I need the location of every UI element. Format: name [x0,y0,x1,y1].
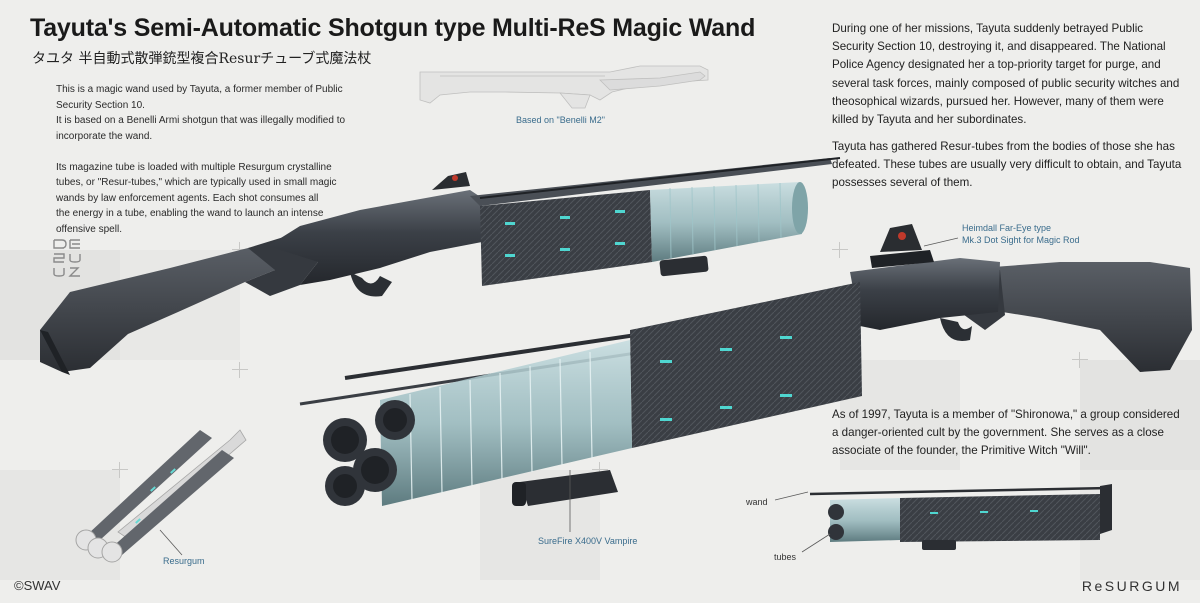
dot-sight-label-line1: Heimdall Far-Eye type [962,223,1052,233]
dot-sight-label-line2: Mk.3 Dot Sight for Magic Rod [962,235,1080,245]
light-label: SureFire X400V Vampire [538,536,638,546]
background-panel [1080,360,1200,470]
story-paragraph-3: As of 1997, Tayuta is a member of "Shiro… [832,406,1180,461]
intro-line: Its magazine tube is loaded with multipl… [56,161,332,173]
intro-line: wands by law enforcement agents. Each sh… [56,192,319,204]
intro-line: incorporate the wand. [56,130,153,142]
page-title: Tayuta's Semi-Automatic Shotgun type Mul… [30,14,756,42]
story-paragraph-1: During one of her missions, Tayuta sudde… [832,20,1179,129]
resurgum-label: Resurgum [163,556,205,566]
grid-cross [232,242,248,258]
story-line: Police Agency designated her a top-prior… [832,58,1161,72]
story-line: associate of the founder, the Primitive … [832,444,1091,458]
reference-shotgun-sketch [419,65,709,109]
intro-line: tubes, or "Resur-tubes," which are typic… [56,177,337,188]
story-line: During one of her missions, Tayuta sudde… [832,22,1144,35]
wand-label: wand [746,497,768,507]
story-line: possesses several of them. [832,176,973,190]
story-line: theosophical wizards, pursued her. Howev… [832,94,1164,108]
tubes-label: tubes [774,552,797,562]
copyright-credit: ©SWAV [14,578,61,593]
story-line: As of 1997, Tayuta is a member of "Shiro… [832,408,1180,421]
shotgun-lower [299,224,1192,506]
resurgum-logo-mark [53,239,81,277]
grid-cross [1072,352,1088,368]
resurgum-tubes-small [75,429,247,563]
story-paragraph-2: Tayuta has gathered Resur-tubes from the… [832,138,1181,193]
story-line: a danger-oriented cult by the government… [832,426,1164,440]
grid-cross [832,242,848,258]
story-line: several task forces, mainly composed of … [832,76,1180,90]
intro-line: It is based on a Benelli Armi shotgun th… [56,115,346,126]
story-line: Tayuta has gathered Resur-tubes from the… [832,140,1175,153]
grid-cross [112,462,128,478]
story-line: killed by Tayuta and her subordinates. [832,113,1027,127]
story-line: Security Section 10, destroying it, and … [832,40,1166,54]
shotgun-upper [40,157,841,375]
story-line: defeated. These tubes are usually very d… [832,158,1182,172]
grid-cross [592,462,608,478]
page-subtitle: タユタ 半自動式散弾銃型複合Resurチューブ式魔法杖 [32,51,372,67]
based-on-label: Based on "Benelli M2" [516,115,605,125]
intro-line: the energy in a tube, enabling the wand … [56,208,324,219]
intro-line: Security Section 10. [56,99,145,111]
intro-line: This is a magic wand used by Tayuta, a f… [56,84,343,95]
dot-sight-label: Heimdall Far-Eye type Mk.3 Dot Sight for… [962,222,1080,246]
intro-text: This is a magic wand used by Tayuta, a f… [56,82,345,237]
intro-line: offensive spell. [56,223,122,235]
brand-wordmark: ReSURGUM [1081,578,1182,594]
grid-cross [232,362,248,378]
wand-tubes-detail [809,484,1112,550]
